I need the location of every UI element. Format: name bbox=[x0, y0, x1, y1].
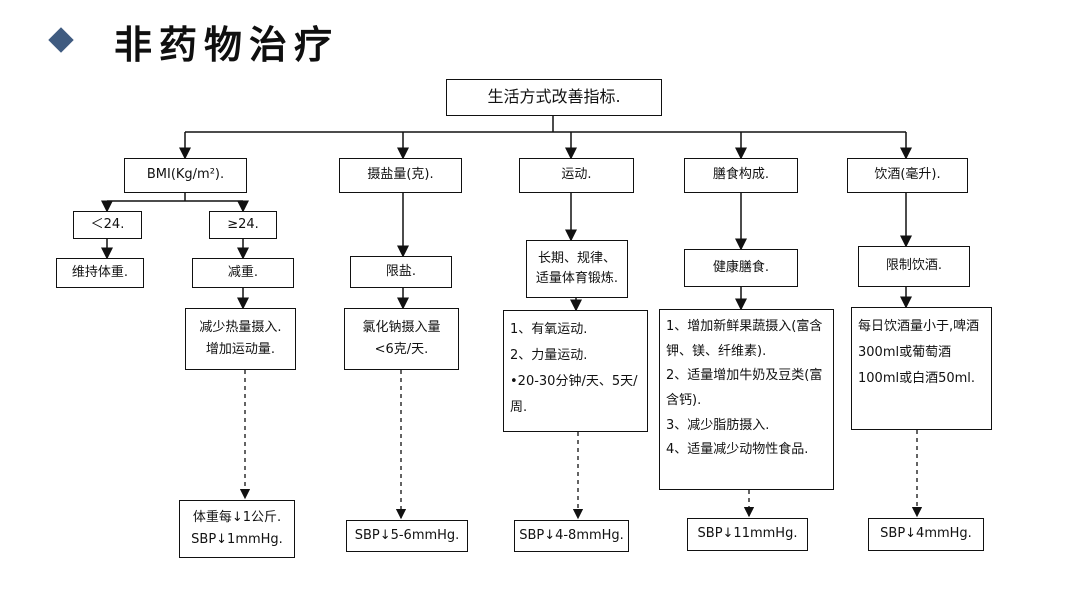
bmi-effect-box: 体重每↓1公斤. SBP↓1mmHg. bbox=[179, 500, 295, 558]
salt-effect-box: SBP↓5-6mmHg. bbox=[346, 520, 468, 552]
bmi-box: BMI(Kg/m²). bbox=[124, 158, 247, 193]
diet-advice-box: 1、增加新鲜果蔬摄入(富含钾、镁、纤维素). 2、适量增加牛奶及豆类(富含钙).… bbox=[659, 309, 834, 490]
limit-alcohol-box: 限制饮酒. bbox=[858, 246, 970, 287]
slide-header: 非药物治疗 bbox=[0, 0, 1080, 80]
exercise-box: 运动. bbox=[519, 158, 634, 193]
bmi-ge24-box: ≥24. bbox=[209, 211, 277, 239]
salt-limit-box: 限盐. bbox=[350, 256, 452, 288]
maintain-weight-box: 维持体重. bbox=[56, 258, 144, 288]
reduce-weight-box: 减重. bbox=[192, 258, 294, 288]
salt-advice-box: 氯化钠摄入量 <6克/天. bbox=[344, 308, 459, 370]
healthy-diet-box: 健康膳食. bbox=[684, 249, 798, 287]
root-box: 生活方式改善指标. bbox=[446, 79, 662, 116]
diamond-bullet-icon bbox=[48, 27, 74, 53]
diet-box: 膳食构成. bbox=[684, 158, 798, 193]
bmi-advice-box: 减少热量摄入. 增加运动量. bbox=[185, 308, 296, 370]
exercise-advice-box: 1、有氧运动. 2、力量运动. •20-30分钟/天、5天/周. bbox=[503, 310, 648, 432]
salt-box: 摄盐量(克). bbox=[339, 158, 462, 193]
exercise-regular-box: 长期、规律、 适量体育锻炼. bbox=[526, 240, 628, 298]
alcohol-box: 饮酒(毫升). bbox=[847, 158, 968, 193]
page-title: 非药物治疗 bbox=[114, 23, 340, 67]
alcohol-effect-box: SBP↓4mmHg. bbox=[868, 518, 984, 551]
alcohol-advice-box: 每日饮酒量小于,啤酒300ml或葡萄酒100ml或白酒50ml. bbox=[851, 307, 992, 430]
diet-effect-box: SBP↓11mmHg. bbox=[687, 518, 808, 551]
bmi-lt24-box: ＜24. bbox=[73, 211, 142, 239]
exercise-effect-box: SBP↓4-8mmHg. bbox=[514, 520, 629, 552]
